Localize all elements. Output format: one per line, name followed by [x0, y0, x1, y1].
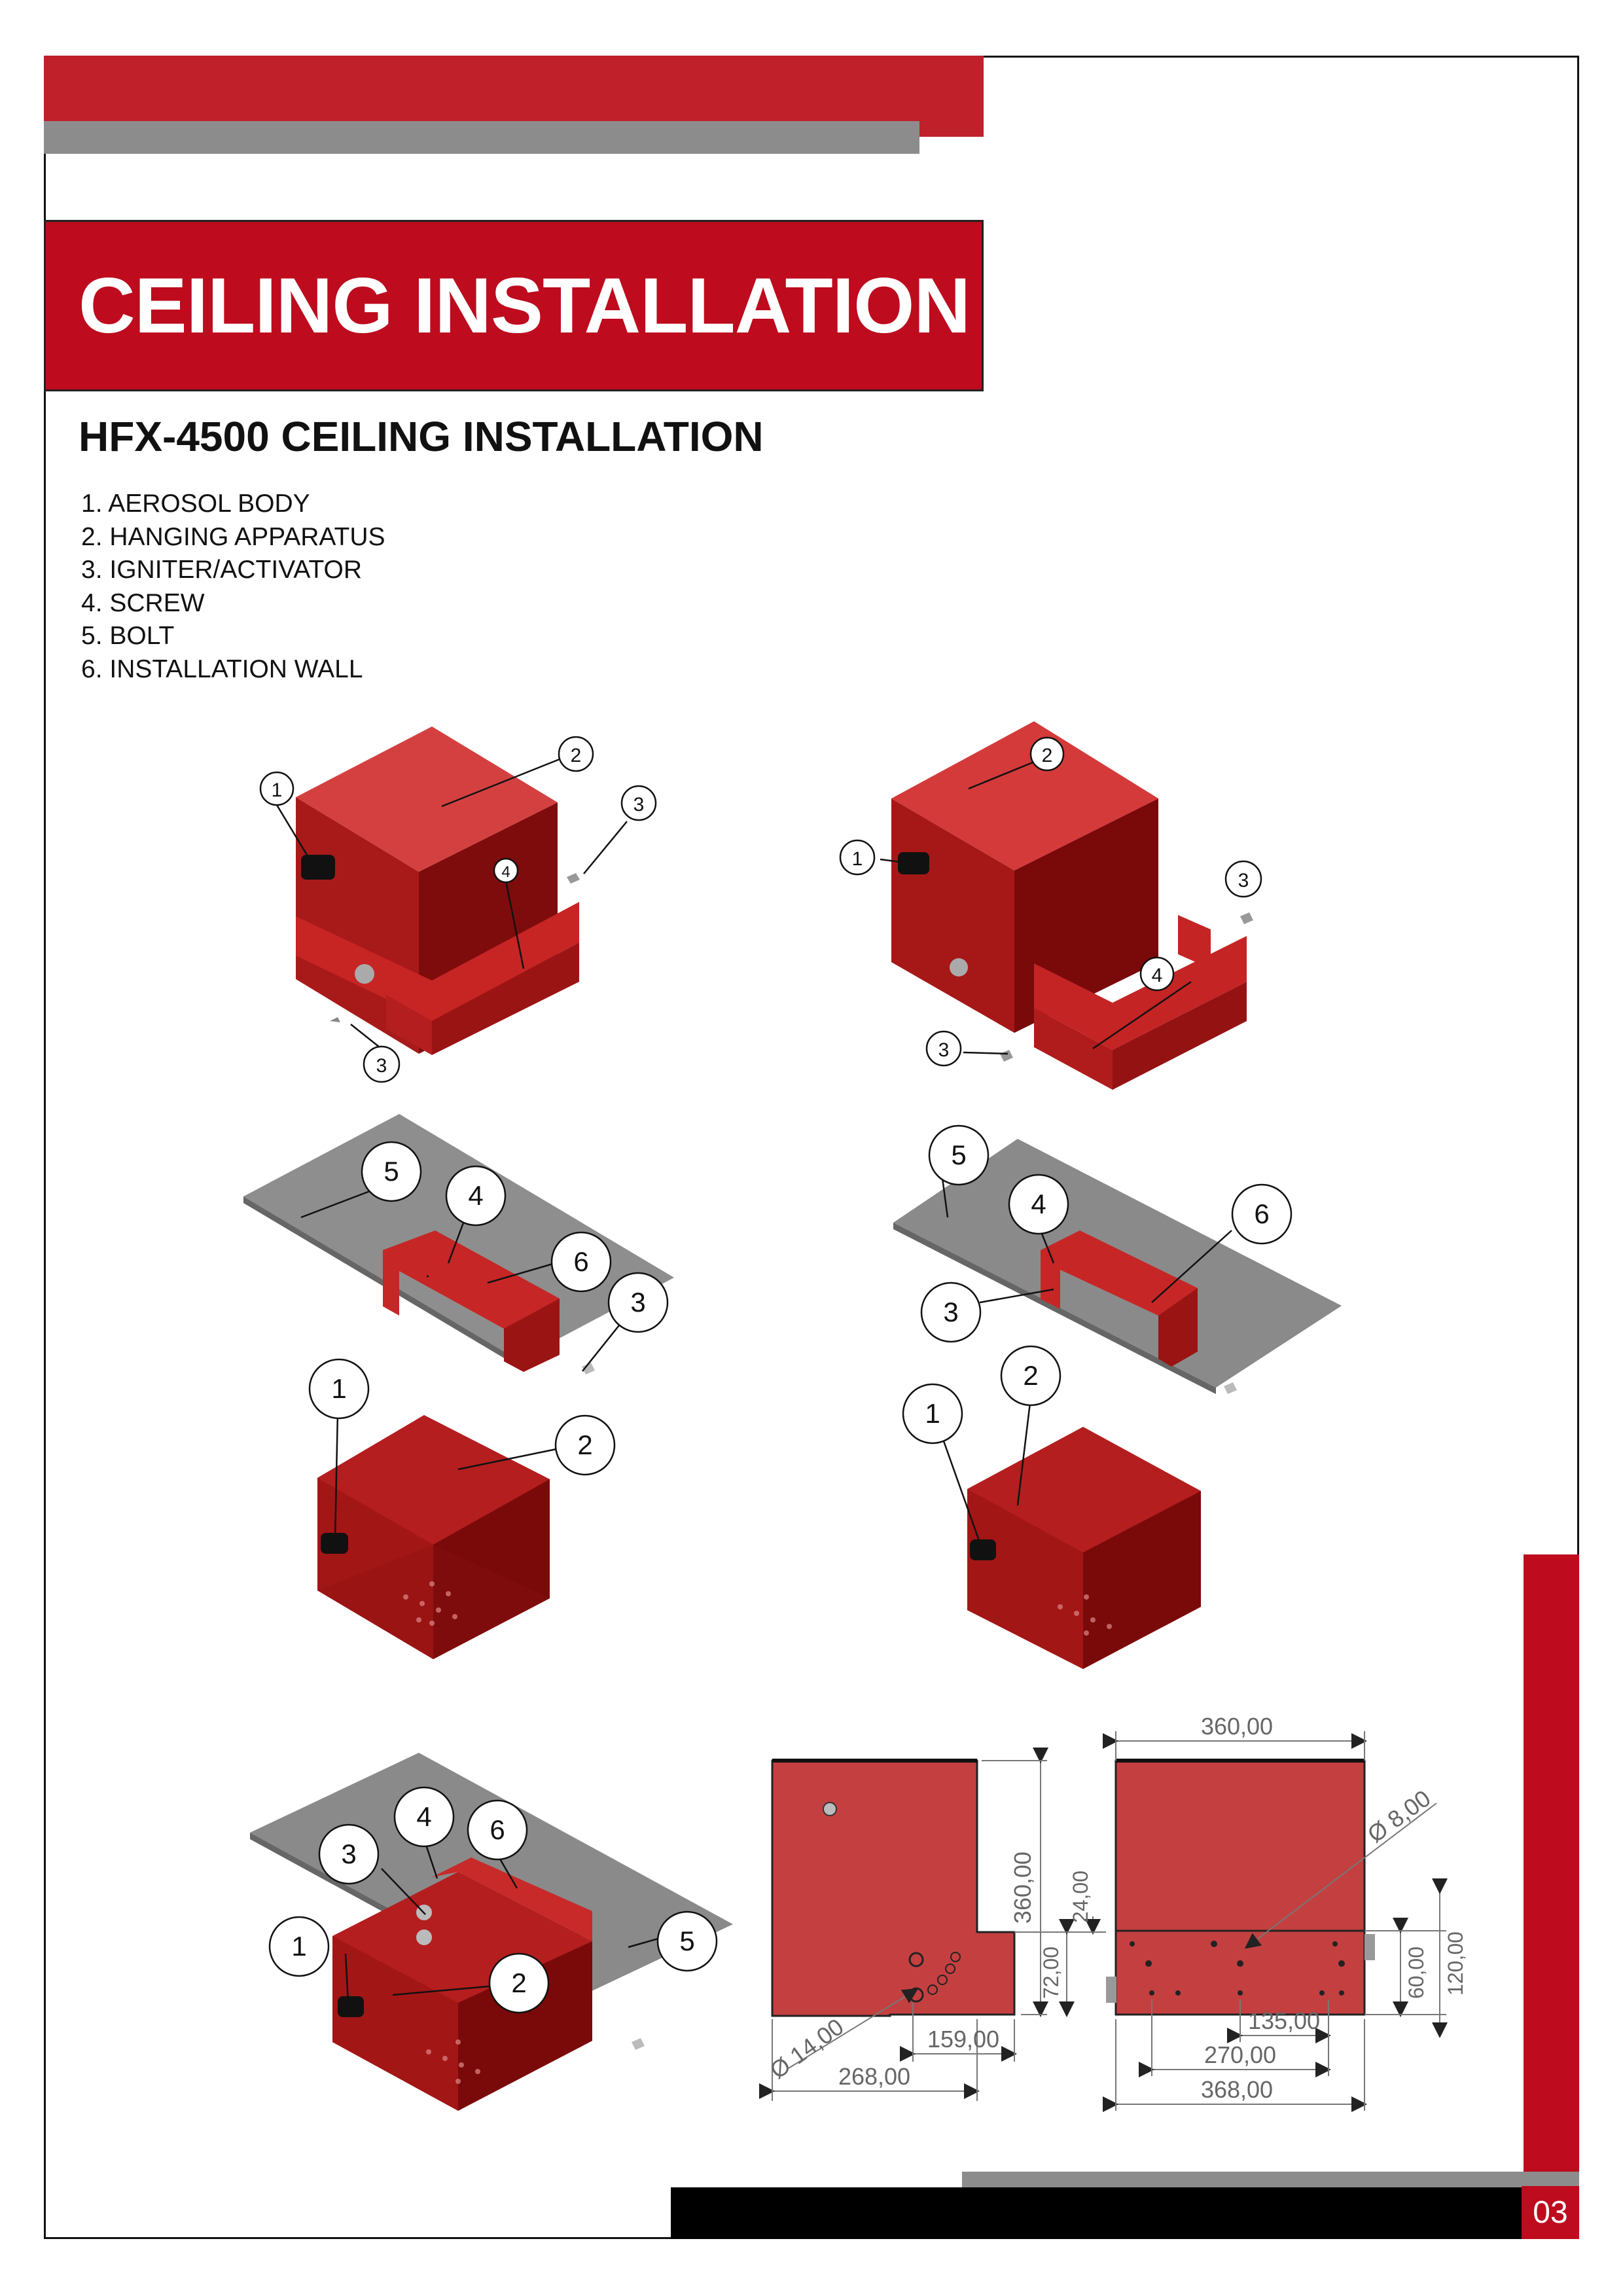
callout-number: 3 [341, 1839, 356, 1869]
callout-number: 3 [943, 1297, 958, 1327]
footer-gray-bar [962, 2172, 1579, 2189]
callout-number: 3 [376, 1055, 387, 1077]
callout-number: 5 [951, 1139, 966, 1170]
callout-leaders [276, 757, 1232, 2003]
side-red-bar [1524, 1554, 1579, 2174]
parts-list-item: 4. SCREW [81, 588, 205, 617]
figure-ceiling-c [243, 1114, 674, 1374]
title-banner: CEILING INSTALLATION [44, 220, 984, 391]
callout-number: 4 [416, 1801, 431, 1832]
page-title: CEILING INSTALLATION [79, 262, 971, 350]
figure-body-c [317, 1415, 550, 1659]
callout-number: 6 [573, 1246, 588, 1277]
callout-number: 1 [852, 848, 863, 870]
dimension-label: 270,00 [1204, 2041, 1276, 2068]
callout-number: 1 [291, 1931, 306, 1962]
callout-number: 1 [925, 1398, 940, 1429]
parts-list-item: 5. BOLT [81, 622, 175, 650]
dimension-label: Ø 14,00 [765, 2013, 849, 2084]
callout-number: 1 [331, 1373, 346, 1404]
callout-number: 2 [511, 1967, 526, 1998]
header-gray-bar [44, 121, 919, 154]
callout-number: 4 [501, 863, 510, 881]
side-view-drawing [759, 1748, 1106, 2101]
callout-number: 2 [1023, 1360, 1038, 1391]
dimension-label: 135,00 [1248, 2007, 1320, 2034]
callout-number: 3 [630, 1287, 645, 1318]
dimension-label: 72,00 [1039, 1946, 1063, 1999]
figure-body-d [967, 1427, 1201, 1669]
callout-circles [259, 736, 1293, 2014]
callout-number: 6 [1254, 1198, 1269, 1229]
page-number: 03 [1522, 2186, 1579, 2239]
dimension-label: 120,00 [1444, 1931, 1467, 1996]
callout-number: 5 [679, 1926, 694, 1956]
callout-number: 4 [1152, 965, 1163, 986]
footer-black-bar [671, 2187, 1522, 2239]
callout-number: 3 [633, 794, 645, 816]
parts-list-item: 6. INSTALLATION WALL [81, 655, 363, 683]
dimension-label: 159,00 [927, 2026, 999, 2053]
parts-list-item: 1. AEROSOL BODY [81, 490, 310, 518]
section-subtitle: HFX-4500 CEILING INSTALLATION [79, 413, 764, 460]
callout-number: 2 [1042, 745, 1053, 766]
figure-exploded-b [891, 721, 1253, 1090]
dimension-label: Ø 8,00 [1363, 1785, 1436, 1848]
front-view-drawing [1103, 1731, 1448, 2112]
parts-list-item: 2. HANGING APPARATUS [81, 522, 385, 551]
parts-list-item: 3. IGNITER/ACTIVATOR [81, 556, 363, 584]
dimension-label: 24,00 [1069, 1871, 1092, 1923]
figure-assembled-e [250, 1753, 733, 2111]
figure-exploded-a [296, 726, 580, 1055]
dimension-label: 60,00 [1404, 1946, 1428, 1999]
callout-number: 1 [272, 780, 283, 801]
callout-labels: 1 2 3 4 3 1 2 3 4 3 5 4 6 3 1 2 5 4 6 3 … [272, 745, 1270, 1998]
callout-number: 6 [490, 1814, 505, 1845]
parts-list: 1. AEROSOL BODY 2. HANGING APPARATUS 3. … [81, 488, 385, 686]
callout-number: 2 [577, 1429, 592, 1460]
dimension-label: 360,00 [1201, 1713, 1273, 1740]
figure-ceiling-d [893, 1139, 1342, 1394]
dimension-label: 268,00 [838, 2063, 910, 2090]
callout-number: 4 [468, 1180, 483, 1211]
dimension-label: 360,00 [1009, 1852, 1036, 1924]
callout-number: 3 [938, 1039, 950, 1061]
callout-number: 5 [383, 1156, 399, 1187]
dimension-label: 368,00 [1201, 2076, 1273, 2103]
callout-number: 2 [571, 745, 582, 766]
callout-number: 4 [1031, 1189, 1046, 1219]
callout-number: 3 [1238, 870, 1249, 891]
